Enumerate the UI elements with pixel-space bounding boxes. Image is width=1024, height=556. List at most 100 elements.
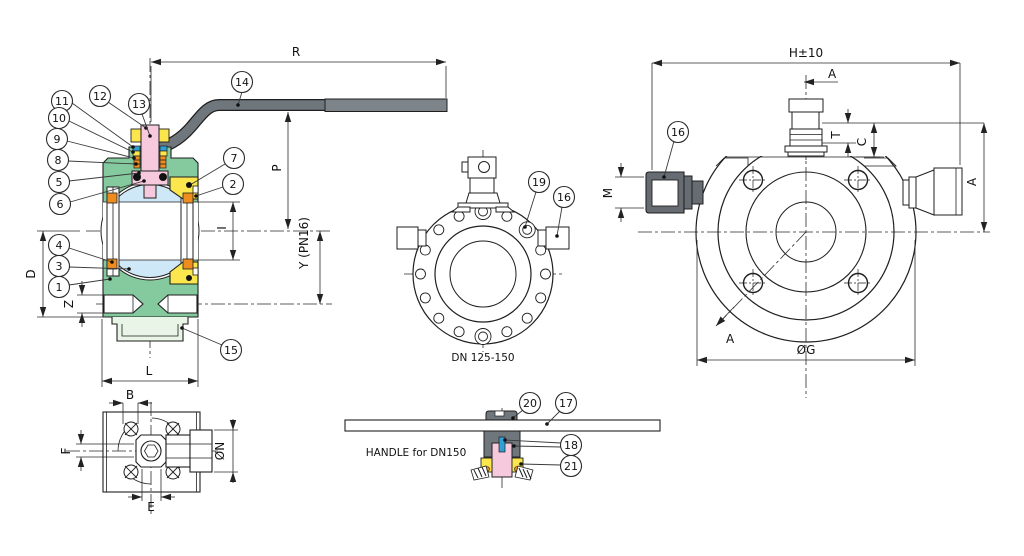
- dim-label-I: I: [215, 226, 229, 230]
- dimension-M: M: [601, 163, 644, 222]
- svg-text:7: 7: [231, 152, 238, 165]
- pad-bolt-holes: [739, 166, 872, 297]
- dimension-N: ØN: [213, 419, 238, 483]
- callout-1: 1: [47, 275, 112, 299]
- stem-gland-top: [135, 434, 167, 468]
- svg-text:19: 19: [532, 176, 546, 189]
- dim-label-L: L: [146, 364, 153, 378]
- svg-text:8: 8: [55, 154, 62, 167]
- stem-pin: [498, 436, 506, 453]
- svg-text:5: 5: [56, 176, 63, 189]
- view-label-dn: DN 125-150: [451, 352, 514, 364]
- dimension-T: T: [822, 109, 984, 157]
- bore-circle: [775, 201, 837, 263]
- callout-5: 5: [47, 170, 141, 194]
- dimension-I: I: [197, 201, 240, 261]
- dim-label-A: A: [965, 177, 979, 186]
- svg-text:2: 2: [230, 178, 237, 191]
- callout-18: 18: [503, 433, 583, 457]
- callout-19: 19: [523, 170, 551, 229]
- callouts-section-view: 11 12 13 10 9 8 5 6 7 2 4 3 1 15 14: [45, 70, 254, 362]
- callout-13: 13: [127, 92, 152, 138]
- side-connection: [165, 429, 213, 473]
- handle-bar: [344, 419, 661, 432]
- callout-12: 12: [88, 84, 148, 130]
- dimension-H: H±10: [651, 46, 961, 170]
- svg-text:12: 12: [93, 90, 107, 103]
- callout-6: 6: [48, 179, 146, 216]
- svg-text:17: 17: [559, 397, 573, 410]
- gland-nut-right: [158, 128, 170, 143]
- svg-text:6: 6: [57, 198, 64, 211]
- handle-grip: [324, 98, 448, 112]
- left-fitting: [645, 171, 704, 214]
- flange-bolt-holes: [415, 203, 551, 345]
- dimension-D: D: [24, 230, 108, 318]
- callout-17: 17: [545, 391, 578, 426]
- dim-label-G: ØG: [797, 343, 816, 357]
- svg-text:3: 3: [56, 260, 63, 273]
- callout-8: 8: [46, 148, 138, 172]
- drain-ports: [103, 294, 198, 314]
- dim-label-M: M: [601, 188, 615, 198]
- bottom-view: B F E ØN: [59, 388, 238, 516]
- hatch-right: [514, 465, 534, 481]
- section-label-top: A: [828, 67, 837, 81]
- svg-text:9: 9: [54, 133, 61, 146]
- handle-note: HANDLE for DN150: [366, 447, 467, 459]
- svg-text:10: 10: [52, 112, 66, 125]
- dim-label-R: R: [292, 45, 300, 59]
- stem-stack: [784, 98, 828, 157]
- dimension-A: A: [965, 123, 988, 232]
- stem-square: [144, 444, 159, 458]
- section-view: R P I Y (PN16) D Z: [24, 45, 448, 387]
- callout-16-aa: 16: [662, 120, 690, 179]
- callout-16-flange: 16: [552, 185, 576, 238]
- callout-14: 14: [230, 70, 254, 107]
- dim-label-E: E: [147, 500, 155, 514]
- raised-face: [434, 225, 532, 323]
- svg-text:21: 21: [564, 460, 578, 473]
- callout-11: 11: [50, 89, 135, 149]
- handle-detail-view: HANDLE for DN150 20 17 18 21: [344, 391, 661, 488]
- svg-text:14: 14: [235, 76, 249, 89]
- flange-side-fittings: [396, 226, 570, 250]
- flange-stem-head: [450, 156, 516, 213]
- dim-label-B: B: [126, 388, 134, 402]
- section-marks: A A: [715, 67, 838, 346]
- callout-9: 9: [45, 127, 136, 160]
- dimension-F: F: [59, 430, 134, 471]
- section-label-bottom: A: [726, 332, 735, 346]
- svg-text:4: 4: [56, 239, 63, 252]
- dimension-C: C: [855, 123, 880, 158]
- dim-label-T: T: [829, 131, 843, 140]
- svg-text:15: 15: [224, 344, 238, 357]
- dimension-B: B: [109, 388, 152, 424]
- callout-2: 2: [194, 172, 245, 198]
- callout-4: 4: [47, 233, 114, 264]
- dim-label-F: F: [59, 447, 73, 454]
- dim-label-N: ØN: [213, 442, 227, 460]
- svg-text:11: 11: [55, 95, 69, 108]
- svg-text:20: 20: [523, 397, 537, 410]
- hatch-left: [470, 465, 490, 481]
- callout-7: 7: [188, 146, 246, 187]
- svg-text:1: 1: [56, 281, 63, 294]
- callout-15: 15: [180, 326, 243, 362]
- dim-label-D: D: [24, 269, 38, 278]
- dimension-Y: Y (PN16): [297, 217, 324, 304]
- callout-20: 20: [511, 391, 542, 420]
- svg-text:13: 13: [132, 98, 146, 111]
- dim-label-H: H±10: [789, 46, 823, 60]
- right-fitting: [902, 167, 963, 216]
- dimension-Z: Z: [62, 281, 104, 327]
- dimension-P: P: [270, 112, 292, 229]
- dimension-G: ØG: [696, 240, 916, 366]
- flange-view: DN 125-150 19 16: [396, 150, 576, 364]
- dim-label-Y: Y (PN16): [297, 217, 311, 270]
- raised-face-circle: [745, 171, 867, 293]
- svg-text:18: 18: [564, 439, 578, 452]
- mounting-bracket: [111, 317, 189, 342]
